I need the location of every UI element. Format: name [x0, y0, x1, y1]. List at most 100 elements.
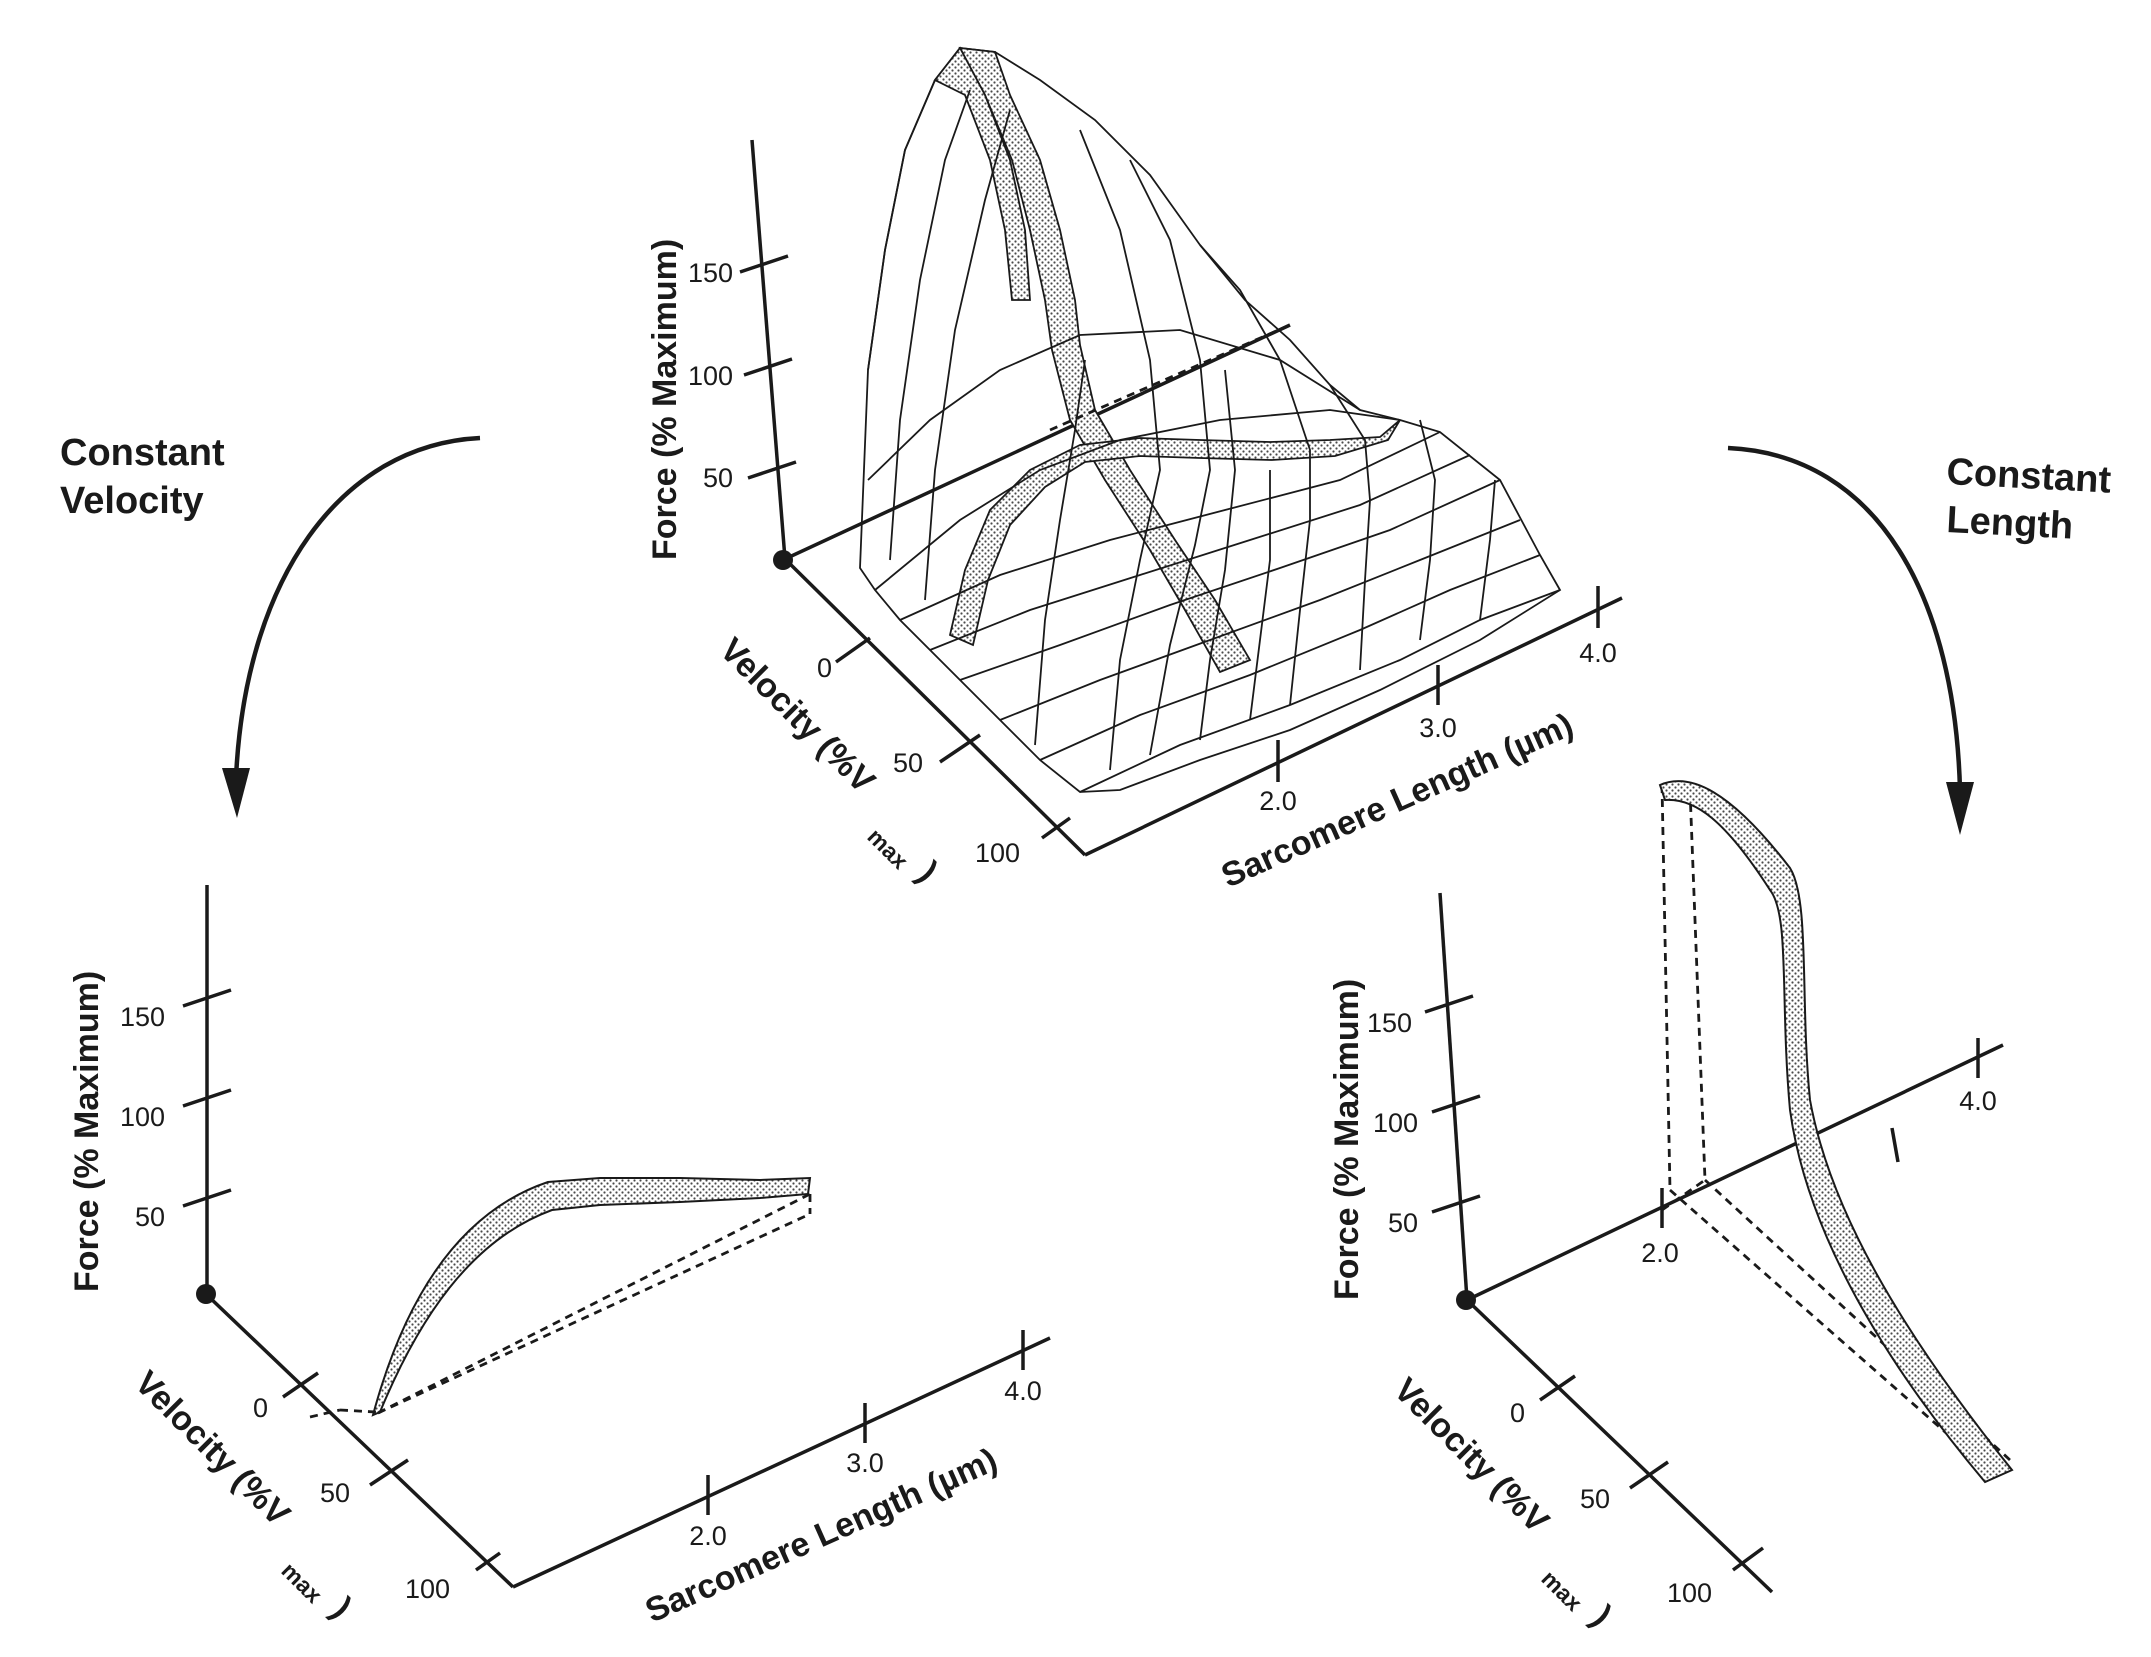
surface-velocity-axis-title: Velocity (%V [712, 631, 882, 801]
cv-curve [309, 1176, 812, 1419]
surface-grid-line [1079, 589, 1561, 793]
surface-panel: 50 100 150 Force (% Maximum) 0 50 100 Ve… [646, 46, 1623, 895]
surface-force-tick-label-100: 100 [688, 361, 733, 391]
surface-length-tick-label-3: 3.0 [1419, 713, 1457, 743]
cv-length-tick-label-3: 3.0 [846, 1448, 884, 1478]
surface-back-length-axis-line [784, 323, 1291, 561]
cl-length-axis-line [1466, 1043, 2004, 1302]
constant-velocity-arrow [233, 435, 481, 779]
cv-length-tick-label-2: 2.0 [689, 1521, 727, 1551]
cv-projection-line [309, 1408, 341, 1419]
surface-hidden-axis-line [1049, 323, 1291, 432]
surface-length-tick-label-2: 2.0 [1259, 786, 1297, 816]
surface-force-tick-150 [739, 254, 789, 274]
constant-velocity-arrow-group: Constant Velocity [60, 432, 481, 818]
cv-velocity-axis-close: ) [324, 1591, 359, 1626]
cl-force-tick-50 [1431, 1194, 1481, 1214]
surface-grid-line [1199, 369, 1236, 741]
surface-velocity-tick-100 [1040, 816, 1072, 840]
surface-grid-line [1039, 554, 1541, 761]
cl-velocity-axis-subscript: max [1536, 1565, 1587, 1616]
cv-force-length-band [371, 1176, 812, 1417]
constant-velocity-arrowhead [222, 768, 250, 818]
constant-length-label-line1: Constant [1946, 451, 2113, 502]
cl-velocity-axis-title: Velocity (%V [1386, 1371, 1556, 1541]
surface-velocity-tick-label-100: 100 [975, 838, 1020, 868]
cl-axes [1424, 892, 2004, 1594]
cl-velocity-tick-label-50: 50 [1580, 1484, 1610, 1514]
surface-force-axis-title: Force (% Maximum) [646, 239, 684, 560]
surface-velocity-axis-subscript: max [862, 823, 913, 874]
surface-grid-line [1419, 419, 1436, 641]
cl-force-tick-label-150: 150 [1367, 1008, 1412, 1038]
cv-velocity-tick-label-100: 100 [405, 1574, 450, 1604]
cl-force-tick-150 [1424, 994, 1474, 1014]
cl-velocity-axis-line [1465, 1298, 1774, 1594]
cv-force-tick-150 [182, 988, 232, 1008]
surface-length-axis-line [1084, 596, 1623, 857]
surface-grid-line [924, 109, 1011, 601]
cv-length-tick-label-4: 4.0 [1004, 1376, 1042, 1406]
surface-force-tick-50 [747, 460, 797, 480]
cv-velocity-axis-line [205, 1293, 515, 1589]
surface-grid-line [999, 519, 1521, 721]
cv-origin-dot [196, 1284, 216, 1304]
surface-force-tick-label-50: 50 [703, 463, 733, 493]
cv-projection-line [377, 1212, 811, 1415]
cv-velocity-tick-label-50: 50 [320, 1478, 350, 1508]
cv-velocity-tick-100 [474, 1551, 502, 1572]
surface-mesh [859, 46, 1562, 793]
constant-length-arrow-group: Constant Length [1727, 445, 2113, 835]
surface-force-tick-label-150: 150 [688, 258, 733, 288]
surface-axes [739, 139, 1623, 857]
surface-force-tick-100 [743, 357, 793, 377]
cv-projection-line [377, 1192, 811, 1415]
cv-projection-line [339, 1408, 377, 1414]
surface-velocity-tick-label-0: 0 [817, 653, 832, 683]
surface-grid-line [1129, 159, 1211, 756]
cv-force-tick-100 [182, 1088, 232, 1108]
cl-force-axis-line [1438, 892, 1469, 1301]
surface-velocity-axis-line [783, 557, 1087, 857]
cv-velocity-tick-50 [369, 1458, 409, 1487]
cv-force-tick-50 [182, 1188, 232, 1208]
cl-curve [1658, 780, 2014, 1484]
cl-origin-dot [1456, 1290, 1476, 1310]
surface-band-peak-ridge [958, 46, 1252, 674]
surface-grid-line [899, 431, 1441, 621]
surface-outline [859, 47, 1562, 793]
surface-grid-line [1479, 479, 1496, 621]
cl-force-velocity-band [1658, 780, 2014, 1484]
cv-axes [182, 885, 1051, 1589]
cl-velocity-tick-50 [1629, 1460, 1669, 1490]
constant-velocity-panel: 50 100 150 Force (% Maximum) 0 50 100 Ve… [68, 885, 1051, 1630]
cl-force-axis-title: Force (% Maximum) [1328, 979, 1366, 1300]
cl-force-tick-label-50: 50 [1388, 1208, 1418, 1238]
constant-length-label-line2: Length [1946, 499, 2075, 548]
cl-length-tick-label-2: 2.0 [1641, 1238, 1679, 1268]
surface-grid-line [1249, 470, 1271, 721]
surface-grid-line [1034, 359, 1086, 746]
cv-velocity-axis-title: Velocity (%V [127, 1364, 297, 1534]
surface-origin-dot [773, 550, 793, 570]
cl-velocity-tick-100 [1731, 1546, 1765, 1572]
cv-force-tick-label-50: 50 [135, 1202, 165, 1232]
constant-length-arrowhead [1946, 782, 1974, 835]
cv-velocity-tick-label-0: 0 [253, 1393, 268, 1423]
constant-velocity-label-line2: Velocity [60, 480, 204, 522]
surface-grid-line [929, 454, 1471, 651]
surface-length-tick-label-4: 4.0 [1579, 638, 1617, 668]
cl-velocity-axis-close: ) [1584, 1599, 1619, 1634]
surface-grid-line [1199, 244, 1311, 706]
cv-force-axis-title: Force (% Maximum) [68, 971, 106, 1292]
surface-velocity-axis-close: ) [910, 855, 945, 890]
surface-velocity-tick-50 [939, 733, 981, 764]
cl-projection-line [1661, 1178, 1706, 1212]
cl-projection-line [1688, 789, 1707, 1181]
surface-velocity-tick-0 [834, 636, 872, 664]
cl-force-tick-label-100: 100 [1373, 1108, 1418, 1138]
cv-length-axis-line [512, 1336, 1051, 1589]
surface-grid-line [874, 409, 1401, 591]
surface-grid-line [1079, 129, 1161, 771]
cv-velocity-tick-0 [282, 1371, 319, 1399]
